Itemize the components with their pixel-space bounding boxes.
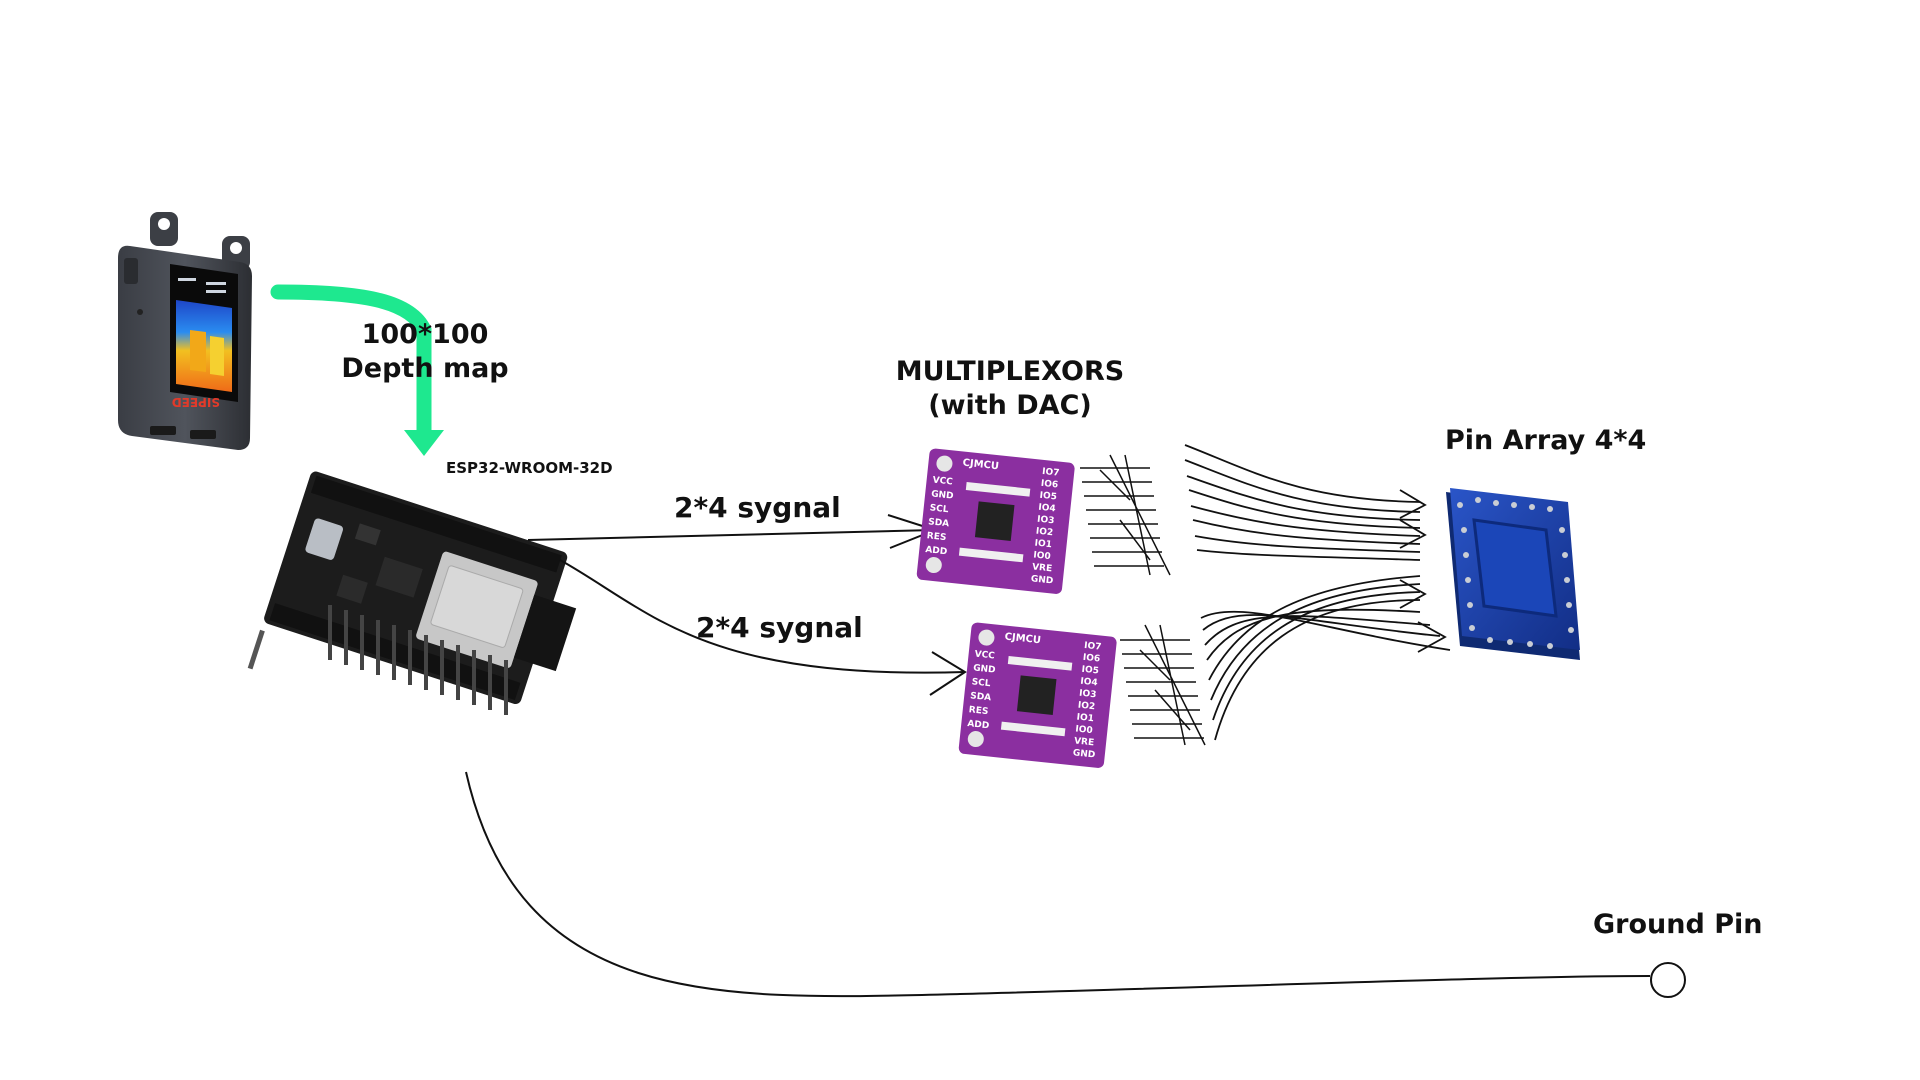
svg-text:IO4: IO4 [1038, 503, 1056, 515]
svg-text:IO3: IO3 [1037, 515, 1055, 527]
depth-map-label-line1: 100*100 [340, 318, 510, 352]
svg-text:RES: RES [926, 531, 947, 543]
signal-label-top: 2*4 sygnal [674, 490, 841, 525]
wire-bundle-to-pin-array [1185, 445, 1450, 740]
ground-pin-label: Ground Pin [1593, 908, 1762, 942]
svg-text:IO1: IO1 [1034, 538, 1052, 550]
svg-text:IO1: IO1 [1076, 712, 1094, 724]
svg-text:IO7: IO7 [1084, 641, 1102, 653]
svg-text:VCC: VCC [974, 649, 996, 661]
svg-text:SCL: SCL [929, 503, 949, 515]
mux-output-diodes-top [1080, 455, 1170, 575]
depth-map-label-line2: Depth map [340, 352, 510, 386]
multiplexors-label-line2: (with DAC) [880, 389, 1140, 423]
svg-text:VRE: VRE [1074, 736, 1095, 748]
svg-text:RES: RES [968, 705, 989, 717]
depth-map-label: 100*100 Depth map [340, 318, 510, 386]
svg-text:VCC: VCC [932, 475, 954, 487]
svg-text:SIPEED: SIPEED [172, 395, 220, 409]
svg-text:SCL: SCL [971, 677, 991, 689]
multiplexors-label: MULTIPLEXORS (with DAC) [880, 355, 1140, 423]
svg-text:IO7: IO7 [1042, 467, 1060, 479]
svg-text:IO0: IO0 [1033, 550, 1051, 562]
ground-pin-icon [1651, 963, 1685, 997]
esp32-board-icon [248, 470, 592, 759]
svg-text:IO2: IO2 [1077, 701, 1095, 713]
multiplexors-label-line1: MULTIPLEXORS [880, 355, 1140, 389]
mux-output-diodes-bottom [1120, 625, 1205, 745]
signal-label-bottom: 2*4 sygnal [696, 610, 863, 645]
svg-text:IO5: IO5 [1081, 665, 1099, 677]
esp32-label: ESP32-WROOM-32D [446, 459, 613, 478]
ground-wire [466, 772, 1650, 996]
svg-text:IO2: IO2 [1035, 527, 1053, 539]
depth-camera-icon: SIPEED [118, 212, 252, 450]
svg-text:IO6: IO6 [1082, 653, 1100, 665]
multiplexer-board-top: CJMCU VCC GND SCL SDA RES ADD IO7 IO6 IO… [916, 448, 1075, 595]
svg-text:IO0: IO0 [1075, 724, 1093, 736]
svg-text:VRE: VRE [1032, 562, 1053, 574]
svg-text:IO6: IO6 [1040, 479, 1058, 491]
multiplexer-board-bottom: CJMCU VCC GND SCL SDA RES ADD IO7 IO6 IO… [958, 622, 1117, 769]
pin-array-icon [1446, 488, 1580, 660]
svg-text:IO5: IO5 [1039, 491, 1057, 503]
svg-text:IO4: IO4 [1080, 677, 1098, 689]
svg-text:IO3: IO3 [1079, 689, 1097, 701]
pin-array-label: Pin Array 4*4 [1445, 424, 1646, 458]
